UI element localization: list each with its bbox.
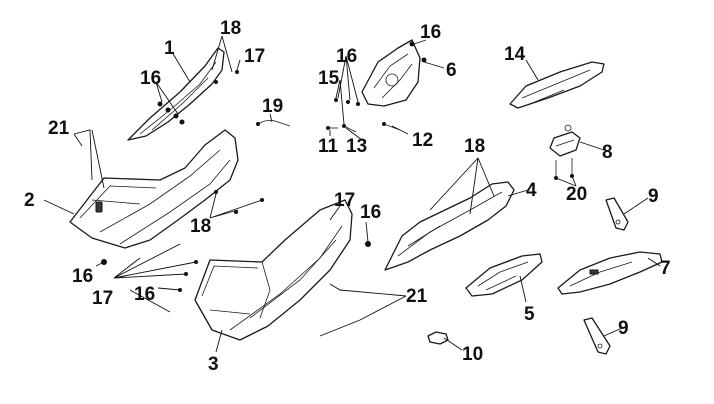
part-9-bracket-lower [583, 317, 611, 355]
callout-1: 1 [164, 38, 175, 59]
callout-7: 7 [660, 258, 671, 279]
part-10-clip [427, 331, 449, 345]
callout-17-top: 17 [244, 46, 265, 67]
fasteners-parts-11-15 [326, 98, 401, 133]
callout-18-top: 18 [220, 18, 241, 39]
part-1-rail [127, 47, 225, 141]
part-9-bracket-upper [605, 197, 629, 231]
callout-12: 12 [412, 130, 433, 151]
callout-16-left-top: 16 [140, 68, 161, 89]
callout-4: 4 [526, 180, 537, 201]
callout-2: 2 [24, 190, 35, 211]
callout-16-center: 16 [360, 202, 381, 223]
callout-15: 15 [318, 68, 340, 89]
callout-19: 19 [262, 96, 283, 117]
part-19-clip [256, 120, 291, 127]
callout-16-left-bottom: 16 [72, 266, 93, 287]
fasteners-part-1 [157, 70, 239, 125]
callout-16-center-bottom: 16 [134, 284, 155, 305]
callout-10: 10 [462, 344, 483, 365]
part-8-bracket [549, 124, 581, 157]
part-5-trim [465, 253, 543, 297]
callout-9-upper: 9 [648, 186, 659, 207]
callout-16-upper-right: 16 [420, 22, 441, 43]
leader-lines [43, 35, 661, 353]
callout-21-left: 21 [48, 118, 70, 139]
callouts: 1 18 17 16 21 2 18 16 17 16 3 17 16 21 1… [24, 18, 671, 375]
part-20-fasteners [554, 158, 574, 180]
callout-17-left-bottom: 17 [92, 288, 113, 309]
callout-18-right: 18 [464, 136, 485, 157]
callout-16-upper-center: 16 [336, 46, 357, 67]
part-2-floor-panel [69, 129, 239, 249]
callout-13: 13 [346, 136, 367, 157]
part-4-side-cover [384, 181, 515, 271]
callout-14: 14 [504, 44, 526, 65]
callout-17-center: 17 [334, 190, 355, 211]
callout-11: 11 [318, 136, 339, 157]
part-14-trim [509, 61, 605, 109]
part-6-bracket [361, 39, 421, 107]
part-3-floor-panel [194, 199, 353, 341]
callout-20: 20 [566, 184, 587, 205]
callout-6: 6 [446, 60, 457, 81]
callout-9-lower: 9 [618, 318, 629, 339]
part-7-trim [557, 251, 663, 295]
callout-21-right: 21 [406, 286, 428, 307]
callout-8: 8 [602, 142, 613, 163]
callout-18-mid: 18 [190, 216, 211, 237]
callout-5: 5 [524, 304, 535, 325]
callout-3: 3 [208, 354, 219, 375]
